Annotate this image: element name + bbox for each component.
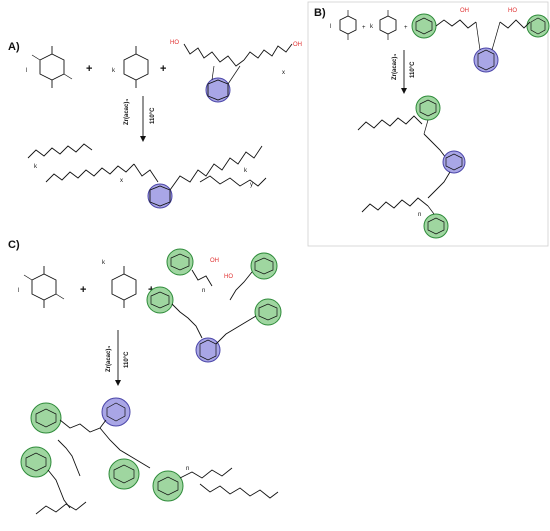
panel-b: B) l + k + OH HO <box>307 1 550 247</box>
panel-b-frame <box>307 1 549 247</box>
repeat-n-label: n <box>186 466 189 472</box>
green-boc-marker <box>254 298 282 326</box>
blue-core-marker <box>147 183 173 209</box>
hydroxyl-label: HO <box>170 40 179 46</box>
plus-sign: + <box>404 25 408 31</box>
panel-a: A) l + k + HO OH x <box>8 40 302 209</box>
catalyst-label: Zr(acac)₄ <box>392 54 398 80</box>
blue-core-marker <box>473 47 499 73</box>
monomer-l-label: l <box>18 288 19 294</box>
green-boc-marker <box>108 458 140 490</box>
green-boc-marker <box>423 213 449 239</box>
glycolide-monomer-a: k <box>112 46 149 88</box>
lactide-monomer-b: l <box>330 10 357 40</box>
blue-core-marker <box>195 337 221 363</box>
hydroxyl-label: HO <box>508 8 517 14</box>
monomer-k-label: k <box>34 164 38 170</box>
panel-c: C) l + k + <box>8 239 282 515</box>
monomer-l-label: l <box>26 68 27 74</box>
product-b: n <box>357 95 466 239</box>
green-boc-marker <box>415 95 441 121</box>
initiator-a: HO OH x <box>170 40 302 103</box>
initiator-c: OH HO n <box>146 248 282 363</box>
monomer-k-label: k <box>370 24 374 30</box>
plus-sign: + <box>80 284 86 296</box>
green-boc-marker <box>152 470 184 502</box>
green-boc-marker <box>250 252 278 280</box>
catalyst-label: Zr(acac)₄ <box>106 346 112 372</box>
initiator-b: OH HO <box>411 8 550 73</box>
repeat-n-label: n <box>418 212 421 218</box>
green-boc-marker <box>30 402 62 434</box>
temperature-label: 110°C <box>410 61 416 78</box>
repeat-x-label: x <box>120 178 123 184</box>
repeat-y-label: y <box>250 182 253 188</box>
hydroxyl-label: OH <box>460 8 469 14</box>
lactide-monomer-a: l <box>26 46 73 88</box>
monomer-k-label: k <box>112 68 116 74</box>
temperature-label: 110°C <box>150 107 156 124</box>
plus-sign: + <box>86 63 92 75</box>
plus-sign: + <box>160 63 166 75</box>
green-boc-marker <box>146 286 174 314</box>
hydroxyl-label: OH <box>293 42 302 48</box>
monomer-k-label: k <box>244 168 248 174</box>
reaction-arrow-b: Zr(acac)₄ 110°C <box>392 50 416 94</box>
glycolide-monomer-b: k <box>370 10 397 40</box>
temperature-label: 110°C <box>124 351 130 368</box>
repeat-n-label: n <box>202 288 205 294</box>
reaction-arrow-a: Zr(acac)₄ 110°C <box>124 96 156 142</box>
panel-a-label: A) <box>8 41 20 53</box>
monomer-l-label: l <box>330 24 331 30</box>
green-boc-marker <box>411 13 437 39</box>
catalyst-label: Zr(acac)₄ <box>124 99 130 125</box>
repeat-x-label: x <box>282 70 285 76</box>
hydroxyl-label: HO <box>224 274 233 280</box>
monomer-k-label: k <box>102 260 106 266</box>
glycolide-monomer-c: k <box>102 260 137 308</box>
lactide-monomer-c: l <box>18 266 65 308</box>
product-c: n <box>20 397 279 515</box>
panel-c-label: C) <box>8 239 20 251</box>
panel-b-label: B) <box>314 7 326 19</box>
plus-sign: + <box>362 25 366 31</box>
product-a: x y k k <box>27 143 267 209</box>
reaction-arrow-c: Zr(acac)₄ 110°C <box>106 330 130 386</box>
blue-core-marker <box>205 77 231 103</box>
green-boc-marker <box>20 446 52 478</box>
blue-core-marker <box>101 397 131 427</box>
hydroxyl-label: OH <box>210 258 219 264</box>
green-boc-marker <box>166 248 194 276</box>
green-boc-marker <box>526 14 550 38</box>
